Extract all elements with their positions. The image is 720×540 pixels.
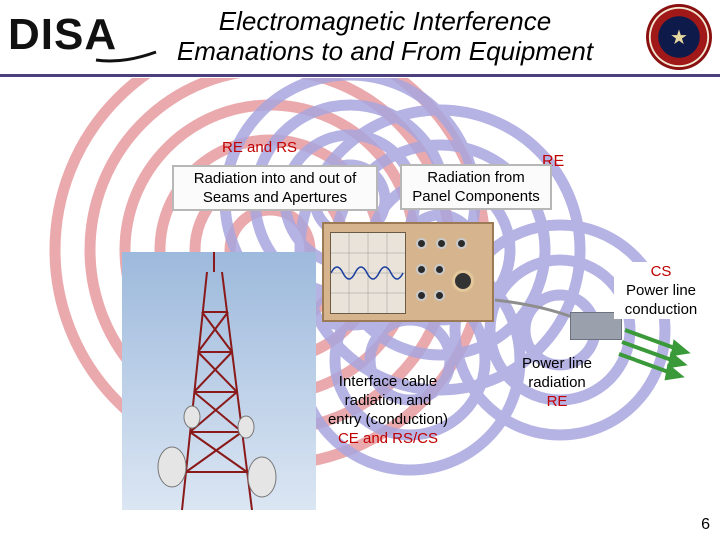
main-dial xyxy=(452,270,474,292)
label-line: Power line xyxy=(508,354,606,373)
control-knob xyxy=(434,264,445,275)
communications-tower-image xyxy=(122,252,316,510)
control-knob xyxy=(416,264,427,275)
dod-seal: ★ xyxy=(646,4,712,70)
control-knob xyxy=(416,290,427,301)
label-power-line-radiation: Power line radiation RE xyxy=(508,354,606,411)
title-line-2: Emanations to and From Equipment xyxy=(150,36,620,66)
title-line-1: Electromagnetic Interference xyxy=(150,6,620,36)
control-knob xyxy=(416,238,427,249)
control-knob xyxy=(456,238,467,249)
label-line: entry (conduction) xyxy=(316,410,460,429)
label-cs: CS xyxy=(614,262,708,281)
disa-logo: DISA xyxy=(8,8,158,68)
label-line: Panel Components xyxy=(402,187,550,206)
label-power-line-conduction: CS Power line conduction xyxy=(614,262,708,319)
label-interface-cable: Interface cable radiation and entry (con… xyxy=(316,372,460,448)
label-seams-apertures: Radiation into and out of Seams and Aper… xyxy=(172,165,378,211)
label-line: conduction xyxy=(614,300,708,319)
label-line-red: CE and RS/CS xyxy=(316,429,460,448)
label-line: Radiation into and out of xyxy=(174,169,376,188)
label-line-red: RE xyxy=(508,392,606,411)
control-knob xyxy=(436,238,447,249)
control-knob xyxy=(434,290,445,301)
label-line: Power line xyxy=(614,281,708,300)
title-rule xyxy=(0,74,720,77)
label-line: Radiation from xyxy=(402,168,550,187)
oscilloscope-screen xyxy=(330,232,406,314)
label-line: Interface cable xyxy=(316,372,460,391)
label-re-and-rs: RE and RS xyxy=(222,138,297,157)
eagle-icon: ★ xyxy=(646,25,712,49)
logo-swoosh xyxy=(8,8,158,68)
label-line: Seams and Apertures xyxy=(174,188,376,207)
label-panel-components: Radiation from Panel Components xyxy=(400,164,552,210)
label-line: radiation xyxy=(508,373,606,392)
waveform xyxy=(331,233,405,313)
test-equipment-image xyxy=(322,222,494,322)
label-line: radiation and xyxy=(316,391,460,410)
slide-title: Electromagnetic Interference Emanations … xyxy=(150,6,620,66)
page-number: 6 xyxy=(701,516,710,534)
